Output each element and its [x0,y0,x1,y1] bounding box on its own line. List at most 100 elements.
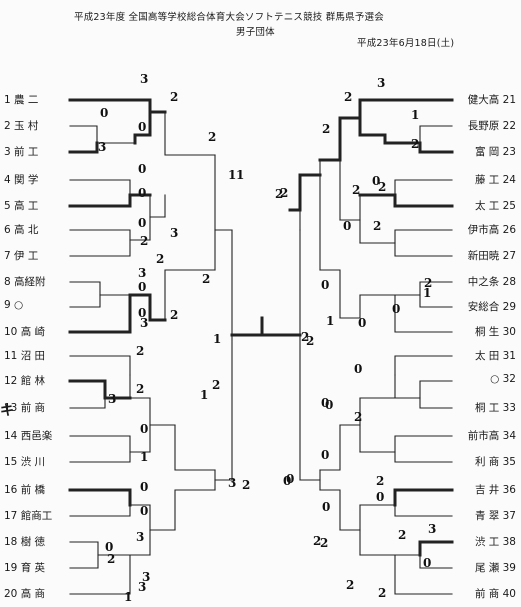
left-team-13: 13 前 商 [4,402,46,414]
score-l8: 3 [170,226,179,240]
score-r24: 2 [378,586,387,600]
score-r14: 1 [423,286,432,300]
score-l28: 2 [208,130,217,144]
score-l27: 1 [124,590,133,604]
left-team-19: 19 育 英 [4,562,46,574]
left-team-5: 5 高 工 [4,200,39,212]
score-r5: 2 [322,122,331,136]
score-l33: 3 [228,476,237,490]
right-team-39: 尾 瀬 39 [474,562,516,574]
right-team-29: 安総合 29 [467,301,516,313]
score-c2: 2 [280,186,289,200]
score-r1: 3 [377,76,386,90]
right-team-26: 伊市高 26 [467,224,516,236]
score-r15: 0 [354,362,363,376]
right-team-35: 利 商 35 [474,456,516,468]
score-r27: 3 [428,522,437,536]
right-team-25: 太 工 25 [474,200,516,212]
right-team-21: 健大高 21 [467,94,516,106]
score-l29: 1 [228,168,237,182]
score-l15: 3 [140,316,149,330]
score-l12: 0 [138,280,147,294]
score-r7: 2 [352,183,361,197]
score-r18: 0 [376,490,385,504]
score-r26: 2 [398,528,407,542]
score-r29: 2 [378,180,387,194]
score-l9: 0 [138,216,147,230]
score-l13: 2 [170,308,179,322]
score-r10: 2 [424,276,433,290]
margin-mark: キ [0,403,14,419]
right-team-38: 渋 工 38 [474,536,516,548]
left-team-2: 2 玉 村 [4,120,39,132]
score-l4: 2 [170,90,179,104]
page-subtitle: 男子団体 [236,27,275,38]
score-l11: 3 [138,266,147,280]
score-r6: 0 [372,174,381,188]
page-title: 平成23年度 全国高等学校総合体育大会ソフトテニス競技 群馬県予選会 [74,12,384,23]
right-team-28: 中之条 28 [467,276,516,288]
left-team-3: 3 前 工 [4,146,39,158]
left-team-18: 18 樹 徳 [4,536,46,548]
score-l10: 2 [140,234,149,248]
left-team-8: 8 高経附 [4,276,46,288]
right-team-23: 富 岡 23 [474,146,516,158]
event-date: 平成23年6月18日(土) [357,38,455,49]
right-team-32: ○ 32 [490,373,516,385]
score-l34: 2 [156,252,165,266]
score-l32: 2 [212,378,221,392]
score-r11: 0 [321,278,330,292]
score-l17: 2 [136,382,145,396]
right-team-36: 吉 井 36 [474,484,516,496]
score-l19: 0 [140,422,149,436]
left-team-1: 1 農 二 [4,94,39,106]
score-r25: 0 [423,556,432,570]
right-team-31: 太 田 31 [474,350,516,362]
score-r13: 1 [326,314,335,328]
left-team-4: 4 関 学 [4,174,39,186]
right-team-30: 桐 生 30 [474,326,516,338]
left-team-16: 16 前 橋 [4,484,46,496]
score-r30: 2 [275,187,284,201]
score-r9: 2 [373,219,382,233]
score-l16: 2 [136,344,145,358]
score-r8: 0 [343,219,352,233]
score-l38: 3 [138,580,147,594]
score-r19: 0 [321,396,330,410]
score-l3: 3 [98,140,107,154]
score-l23: 3 [136,530,145,544]
left-team-10: 10 高 崎 [4,326,46,338]
score-l22: 0 [140,504,149,518]
score-r2: 2 [344,90,353,104]
score-c4: 0 [286,472,295,486]
score-l26: 2 [107,552,116,566]
left-team-12: 12 館 林 [4,375,46,387]
right-bracket [260,98,454,595]
right-team-40: 前 商 40 [474,588,516,600]
left-team-15: 15 渋 川 [4,456,46,468]
score-l21: 0 [140,480,149,494]
left-bracket [68,98,264,595]
left-team-11: 11 沼 田 [4,350,46,362]
score-l30: 2 [202,272,211,286]
score-l24: 0 [105,540,114,554]
score-r16: 2 [354,410,363,424]
score-r28: 0 [392,302,401,316]
right-team-24: 藤 工 24 [474,174,516,186]
score-l6: 0 [138,162,147,176]
score-l35: 1 [236,168,245,182]
right-team-22: 長野原 22 [467,120,516,132]
score-r3: 1 [411,108,420,122]
left-team-7: 7 伊 工 [4,250,39,262]
score-r23: 0 [325,398,334,412]
score-l2: 0 [100,106,109,120]
left-team-14: 14 西邑楽 [4,430,53,442]
score-l36: 2 [301,330,310,344]
score-r32: 2 [346,578,355,592]
score-l25: 3 [142,570,151,584]
right-team-37: 青 翠 37 [474,510,516,522]
left-team-9: 9 ○ [4,299,24,311]
score-r20: 0 [283,474,292,488]
